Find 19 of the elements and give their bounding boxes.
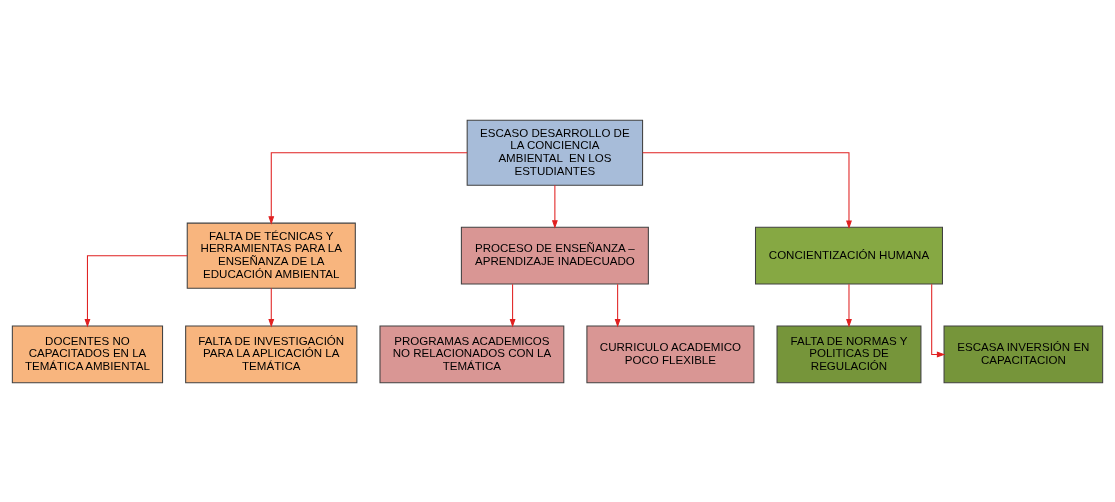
node-box: CONCIENTIZACIÓN HUMANA xyxy=(754,226,943,285)
node-box: PROCESO DE ENSEÑANZA – APRENDIZAJE INADECUADO xyxy=(460,226,649,285)
node-box: FALTA DE NORMAS Y POLITICAS DE REGULACIÓN xyxy=(776,325,922,383)
node-box: DOCENTES NO CAPACITADOS EN LA TEMÁTICA AMBIENTAL xyxy=(11,325,164,383)
node-box: PROGRAMAS ACADEMICOS NO RELACIONADOS CON LA TEMÁTICA xyxy=(379,325,565,383)
node-box: FALTA DE TÉCNICAS Y HERRAMIENTAS PARA LA ENSEÑANZA DE LA EDUCACIÓN AMBIENTAL xyxy=(186,222,356,289)
node-box: ESCASA INVERSIÓN EN CAPACITACION xyxy=(943,325,1104,383)
arrow xyxy=(642,151,852,229)
arrow xyxy=(846,283,852,328)
arrow xyxy=(509,283,516,328)
arrow xyxy=(84,254,188,327)
arrow xyxy=(268,287,275,327)
arrow xyxy=(931,283,946,357)
node-box: FALTA DE INVESTIGACIÓN PARA LA APLICACIÓN LA TEMÁTICA xyxy=(185,325,358,383)
arrow xyxy=(551,184,558,229)
arrow xyxy=(268,151,468,225)
node-box: CURRICULO ACADEMICO POCO FLEXIBLE xyxy=(586,325,755,383)
node-box: ESCASO DESARROLLO DE LA CONCIENCIA AMBIENTAL EN LOS ESTUDIANTES xyxy=(466,119,644,186)
arrow xyxy=(614,283,621,328)
